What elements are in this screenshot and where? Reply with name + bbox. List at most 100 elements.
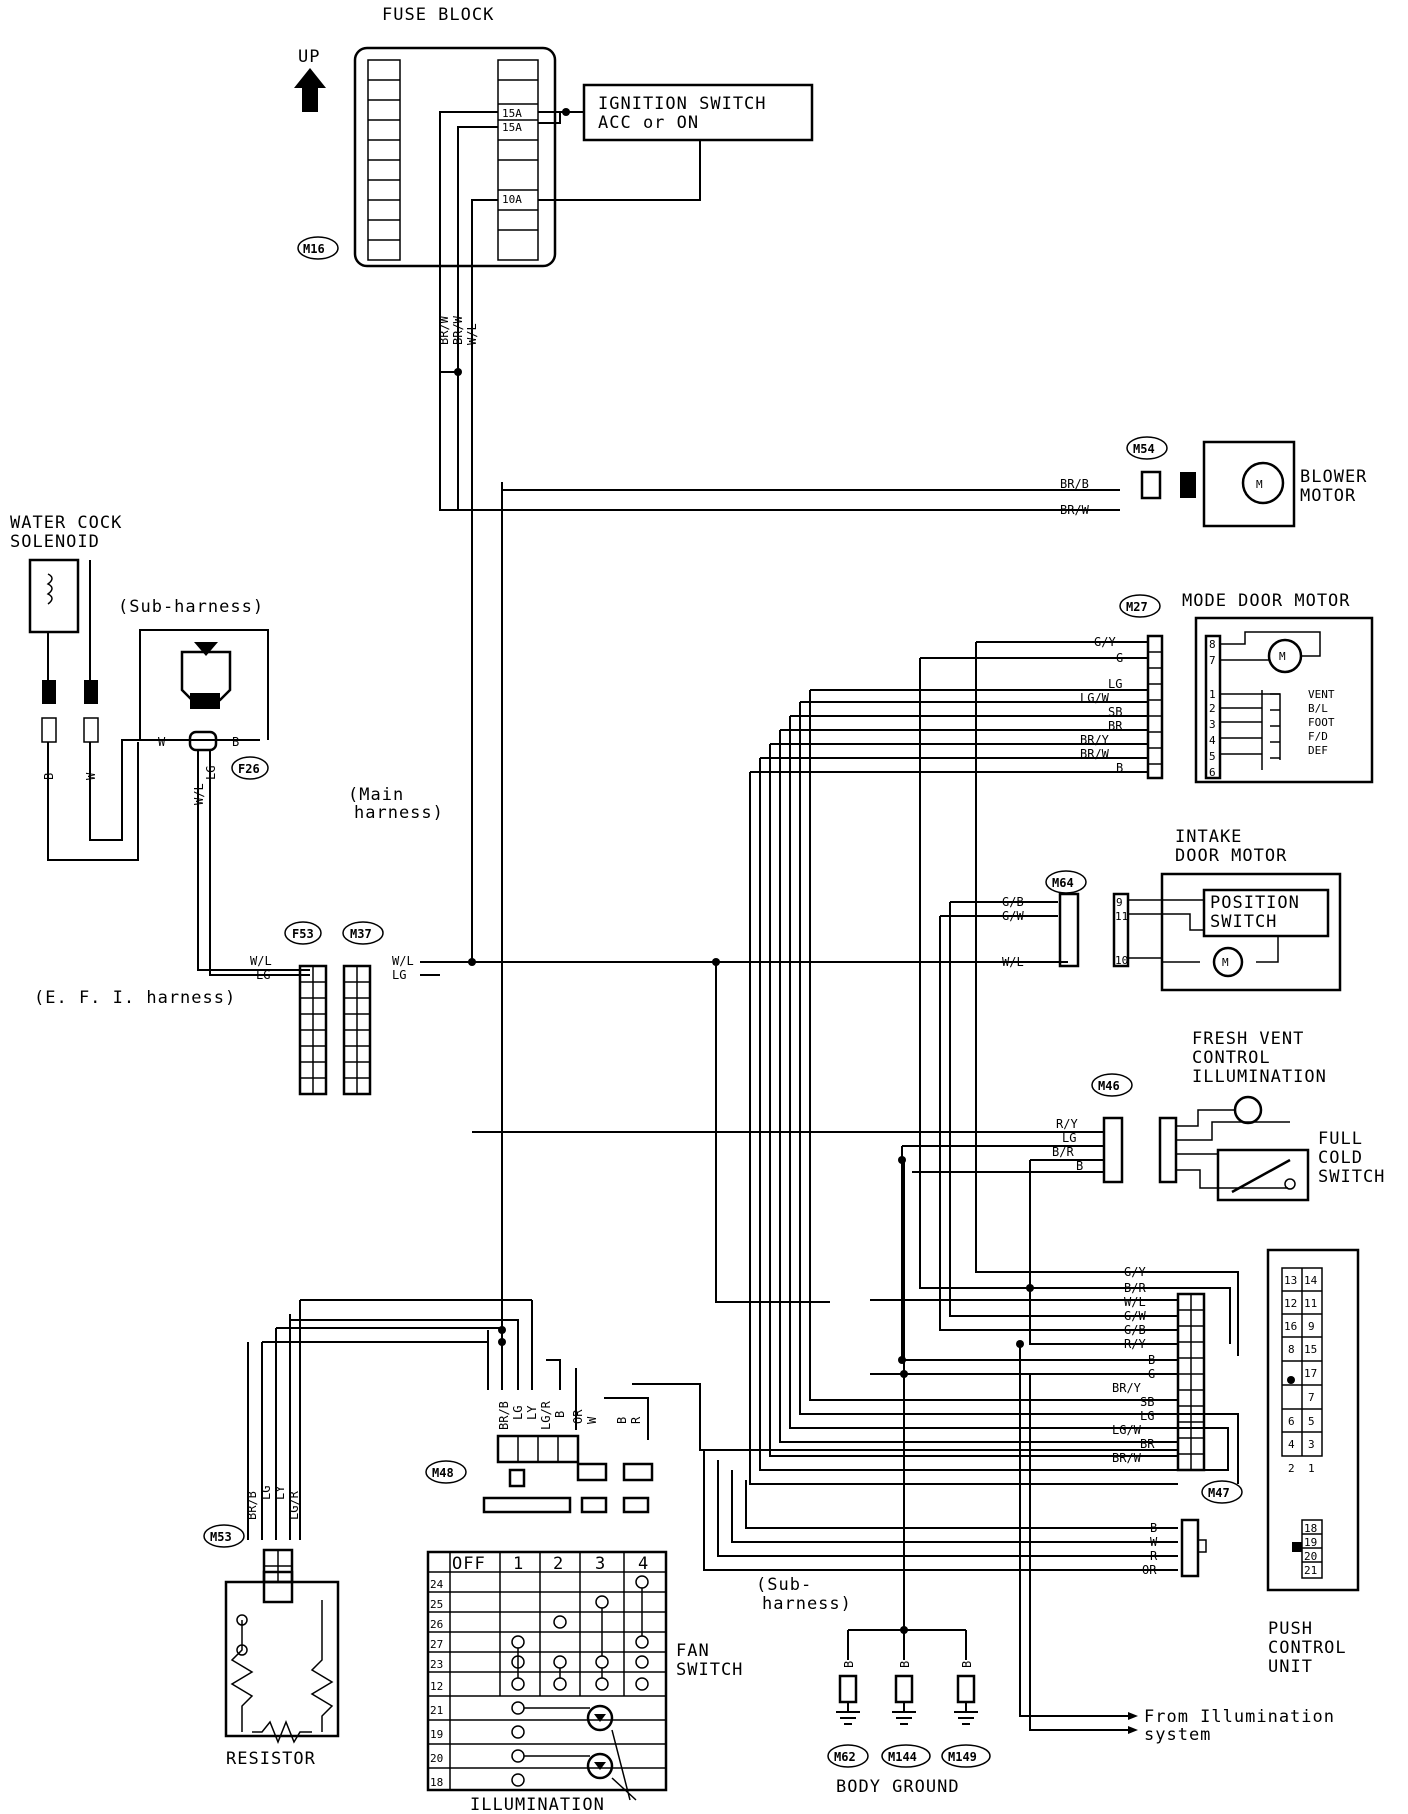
pcu-pin-2: 14 xyxy=(1304,1274,1318,1287)
connector-m47: M47 xyxy=(1208,1486,1230,1500)
full-cold-label-2: COLD xyxy=(1318,1148,1363,1168)
water-cock-solenoid: WATER COCK SOLENOID B W xyxy=(10,513,196,861)
fan-col-1: 1 xyxy=(513,1554,524,1574)
position-switch-label: POSITION xyxy=(1210,893,1300,913)
m27-wire-4: LG/W xyxy=(1080,691,1110,705)
f53-m37: F53 M37 W/L LG W/L LG xyxy=(250,921,1068,1096)
m64-wire-2: G/W xyxy=(1002,909,1024,923)
efi-wire-lg: LG xyxy=(256,968,270,982)
fresh-vent-label-3: ILLUMINATION xyxy=(1192,1067,1327,1087)
mode-pos-foot: FOOT xyxy=(1308,716,1335,729)
push-wire-1: G/Y xyxy=(1124,1265,1146,1279)
m64-wire-3: W/L xyxy=(1002,955,1024,969)
push-wire-10: SB xyxy=(1140,1395,1154,1409)
body-ground-label: BODY GROUND xyxy=(836,1777,960,1797)
full-cold-label-3: SWITCH xyxy=(1318,1167,1385,1187)
ground-wire-2: B xyxy=(898,1661,912,1668)
m47-wire-2: W xyxy=(1150,1535,1158,1549)
m47-section: M47 B W R OR (Sub- harness) xyxy=(703,1450,1243,1614)
fan-row-19: 19 xyxy=(430,1728,443,1741)
pcu-pin-9: 17 xyxy=(1304,1367,1317,1380)
connector-f53: F53 xyxy=(292,927,314,941)
blower-motor: M54 BR/B BR/W M BLOWER MOTOR xyxy=(458,436,1366,1330)
f26-wire-lg: LG xyxy=(204,766,218,780)
fan-row-12: 12 xyxy=(430,1680,443,1693)
pcu-pin-1: 13 xyxy=(1284,1274,1297,1287)
fan-row-18: 18 xyxy=(430,1776,443,1789)
pcu-pin2-4: 21 xyxy=(1304,1564,1317,1577)
m27-wire-2: G xyxy=(1116,651,1123,665)
m48-wire-5: B xyxy=(553,1411,567,1418)
pcu-pin-3: 12 xyxy=(1284,1297,1297,1310)
resistor-section: BR/B LG LY LG/R B M48 BR/B LG LY LG/R M5… xyxy=(203,1299,580,1769)
m46-wire-3: B/R xyxy=(1052,1145,1074,1159)
push-wire-7: B xyxy=(1148,1353,1155,1367)
connector-m149: M149 xyxy=(948,1750,977,1764)
arrow-icon-2 xyxy=(1128,1726,1138,1734)
m53-wire-3: LY xyxy=(273,1485,287,1500)
pcu-pin2-2: 19 xyxy=(1304,1536,1317,1549)
connector-m46: M46 xyxy=(1098,1079,1120,1093)
water-cock-label-2: SOLENOID xyxy=(10,532,100,552)
f26-wire-w: W xyxy=(158,735,166,749)
push-wire-8: G xyxy=(1148,1367,1155,1381)
push-wire-5: G/B xyxy=(1124,1323,1146,1337)
connector-f26: F26 xyxy=(238,762,260,776)
intake-door-label: INTAKE xyxy=(1175,827,1242,847)
m27-wires: G/Y G LG LG/W SB BR BR/Y BR/W B xyxy=(750,635,1148,775)
fan-row-26: 26 xyxy=(430,1618,443,1631)
connector-m62: M62 xyxy=(834,1750,856,1764)
pcu-pin2-3: 20 xyxy=(1304,1550,1317,1563)
from-illumination-label-2: system xyxy=(1144,1725,1211,1745)
illumination-label: ILLUMINATION xyxy=(470,1795,605,1814)
main-harness-label: (Main xyxy=(348,785,404,805)
m48-wire-3: LY xyxy=(525,1405,539,1420)
fuse-15a-2: 15A xyxy=(502,121,522,134)
arrow-icon-1 xyxy=(1128,1712,1138,1720)
body-ground: B B B M62 M144 M149 BODY GROUND xyxy=(827,1160,991,1797)
fan-row-21: 21 xyxy=(430,1704,443,1717)
m53-wire-2: LG xyxy=(259,1486,273,1500)
from-illumination: From Illumination system xyxy=(1019,1344,1334,1745)
sub-harness-2-label: (Sub- xyxy=(756,1575,812,1595)
fuse-wires: BR/W BR/W W/L xyxy=(437,111,1105,962)
mode-pos-vent: VENT xyxy=(1308,688,1335,701)
push-control-label-3: UNIT xyxy=(1268,1657,1313,1677)
m37-wire-lg: LG xyxy=(392,968,406,982)
fan-col-3: 3 xyxy=(595,1554,606,1574)
intake-door-label-2: DOOR MOTOR xyxy=(1175,846,1287,866)
sub-harness-2-label-2: harness) xyxy=(762,1594,852,1614)
mode-pin-1: 8 xyxy=(1209,638,1216,651)
blower-wire-brb: BR/B xyxy=(1060,477,1089,491)
fan-col-4: 4 xyxy=(638,1554,649,1574)
intake-pin-3: 10 xyxy=(1115,954,1128,967)
ground-wire-1: B xyxy=(842,1661,856,1668)
ground-icon-1 xyxy=(836,1702,860,1725)
fan-conn-wire-4: R xyxy=(629,1416,643,1424)
push-wire-13: BR xyxy=(1140,1437,1155,1451)
pcu-pin-10: 7 xyxy=(1308,1391,1315,1404)
fan-switch-label-2: SWITCH xyxy=(676,1660,743,1680)
fan-conn-wire-2: W xyxy=(585,1416,599,1424)
push-wire-4: G/W xyxy=(1124,1309,1146,1323)
fuse-10a: 10A xyxy=(502,193,522,206)
push-wire-14: BR/W xyxy=(1112,1451,1142,1465)
pcu-pin-6: 9 xyxy=(1308,1320,1315,1333)
push-wire-3: W/L xyxy=(1124,1295,1146,1309)
position-switch-label-2: SWITCH xyxy=(1210,912,1277,932)
intake-door-motor: INTAKE DOOR MOTOR M64 G/B G/W W/L 9 11 1… xyxy=(440,827,1342,992)
fan-row-23: 23 xyxy=(430,1658,443,1671)
fresh-vent-full-cold: FRESH VENT CONTROL ILLUMINATION M46 R/Y … xyxy=(472,1029,1385,1202)
connector-m54: M54 xyxy=(1133,442,1155,456)
push-control-label: PUSH xyxy=(1268,1619,1313,1639)
full-cold-label: FULL xyxy=(1318,1129,1363,1149)
pcu-pin-11: 6 xyxy=(1288,1415,1295,1428)
m27-wire-6: BR xyxy=(1108,719,1123,733)
ignition-switch-mode: ACC or ON xyxy=(598,113,699,133)
intake-pin-1: 9 xyxy=(1116,896,1123,909)
pcu-pin-16: 1 xyxy=(1308,1462,1315,1475)
m27-wire-3: LG xyxy=(1108,677,1122,691)
ground-icon-3 xyxy=(954,1702,978,1725)
efi-harness-label: (E. F. I. harness) xyxy=(34,988,236,1008)
